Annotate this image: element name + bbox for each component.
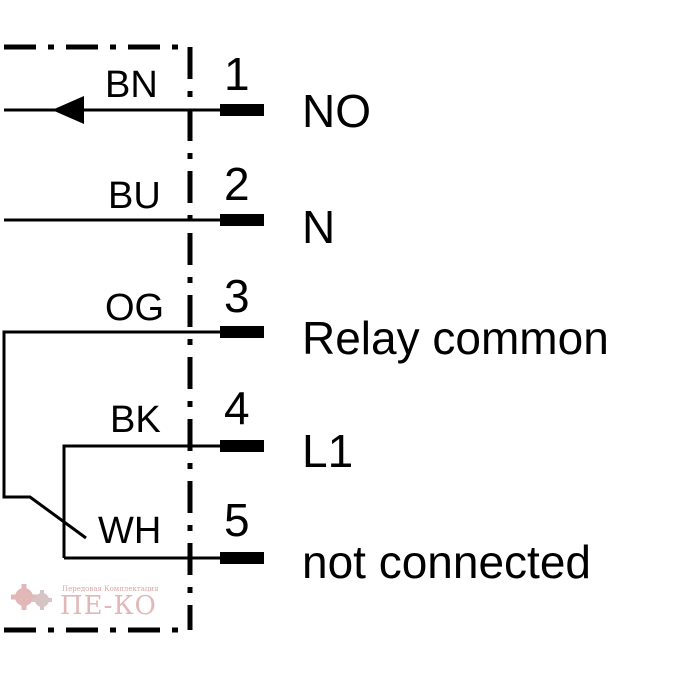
pin-5: WH 5 not connected — [64, 494, 591, 588]
pin-function-1: NO — [302, 85, 371, 137]
wire-og-line — [2, 330, 222, 540]
wire-bk-line — [62, 444, 222, 558]
wire-label-og: OG — [105, 287, 164, 329]
pin-3-terminal — [220, 326, 264, 338]
arrow-left-icon — [52, 96, 84, 124]
pin-5-terminal — [220, 552, 264, 564]
watermark-brand: ПЕ-КО — [60, 591, 157, 621]
pin-3: OG 3 Relay common — [2, 270, 609, 540]
pin-1: BN 1 NO — [4, 48, 371, 137]
watermark-tagline: Передовая Комплектация — [62, 585, 159, 593]
wire-label-wh: WH — [98, 510, 161, 552]
pin-number-2: 2 — [224, 158, 250, 210]
gear-logo-icon — [11, 584, 52, 610]
pin-number-5: 5 — [224, 494, 250, 546]
pin-function-3: Relay common — [302, 312, 609, 364]
pin-2-terminal — [220, 214, 264, 226]
pin-4: BK 4 L1 — [62, 382, 353, 558]
pin-function-5: not connected — [302, 536, 591, 588]
wire-label-bu: BU — [108, 175, 161, 217]
pin-number-3: 3 — [224, 270, 250, 322]
pin-1-terminal — [220, 104, 264, 116]
pin-4-terminal — [220, 440, 264, 452]
wire-label-bk: BK — [110, 399, 161, 441]
pin-function-4: L1 — [302, 425, 353, 477]
pin-number-1: 1 — [224, 48, 250, 100]
watermark: Передовая Комплектация ПЕ-КО — [11, 584, 159, 621]
pin-2: BU 2 N — [4, 158, 335, 253]
housing-boundary — [4, 44, 193, 633]
pin-number-4: 4 — [224, 382, 250, 434]
pin-function-2: N — [302, 201, 335, 253]
wire-label-bn: BN — [105, 64, 158, 106]
